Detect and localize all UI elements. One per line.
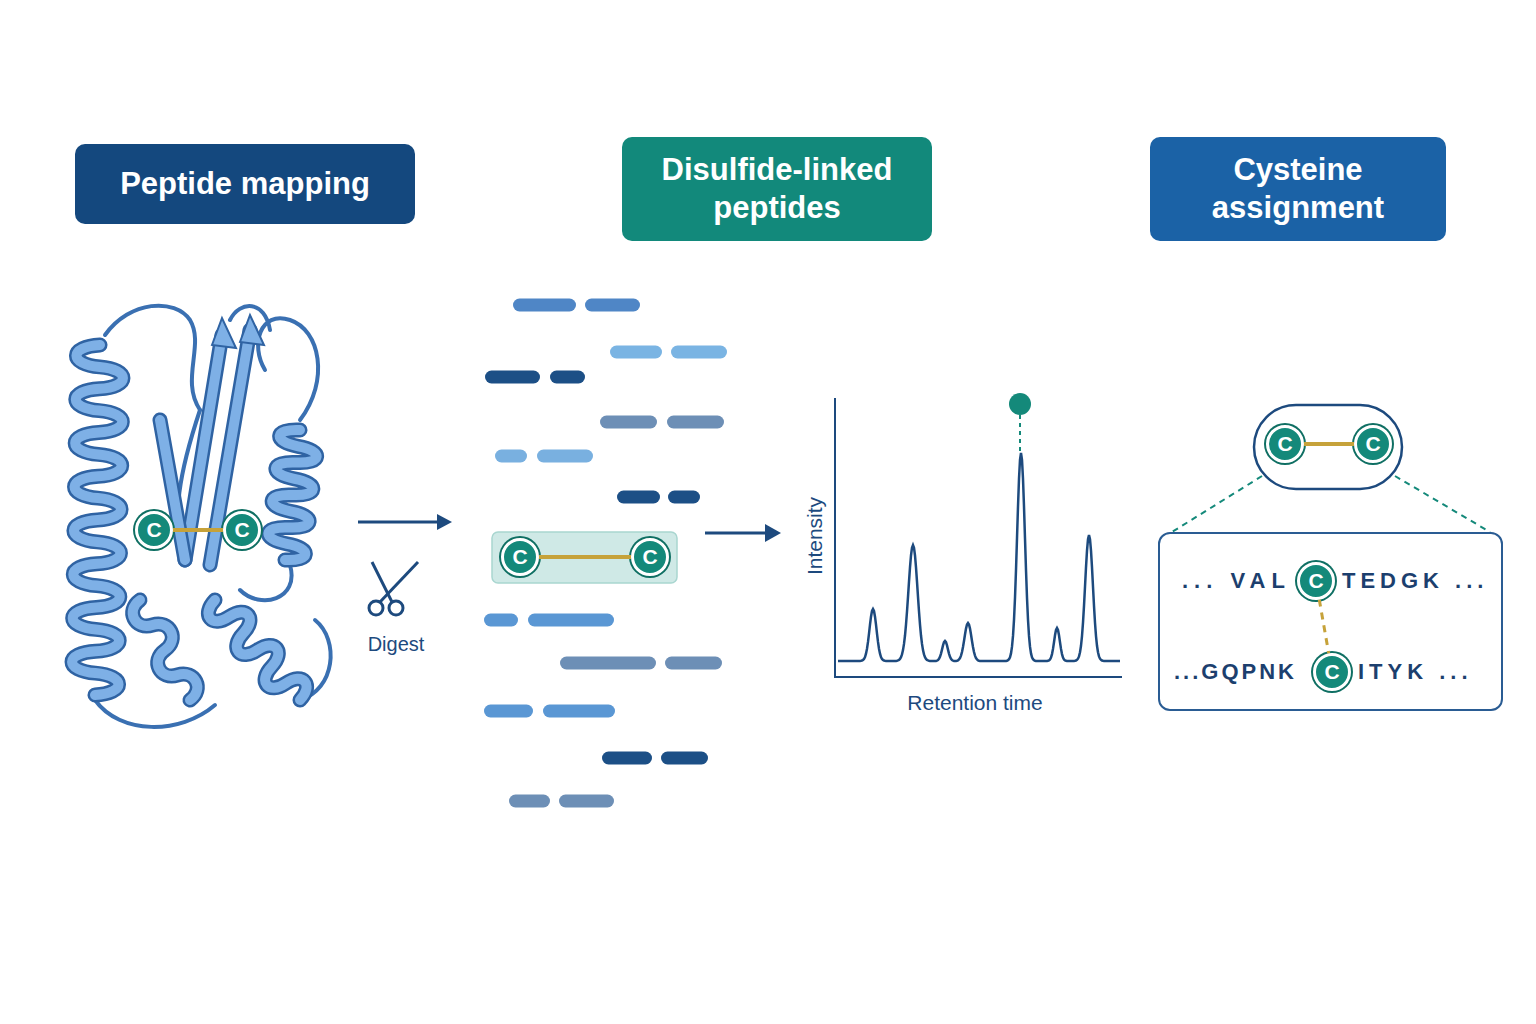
header-text: Disulfide-linked peptides: [644, 151, 910, 227]
coil-loop: [240, 565, 292, 600]
peptide-fragment: [509, 795, 550, 808]
disulfide-bond: [1319, 600, 1328, 654]
peptide-fragment: [484, 705, 533, 718]
cysteine-letter: C: [1324, 660, 1339, 684]
peptide-fragment: [528, 614, 614, 627]
cysteine-letter: C: [146, 518, 161, 542]
coil-loop: [95, 700, 215, 727]
sequence-text: ...GQPNK: [1174, 659, 1297, 685]
strand-arrow: [212, 318, 236, 348]
ribbon-outline: [268, 430, 316, 560]
ribbon-fill: [208, 600, 306, 700]
header-text: Peptide mapping: [120, 165, 370, 203]
cysteine-node: C: [631, 538, 669, 576]
arrow-head: [437, 514, 452, 530]
peptide-fragment: [537, 450, 593, 463]
ribbon-fill: [133, 600, 198, 700]
peptide-fragment: [559, 795, 614, 808]
peptide-fragment: [585, 299, 640, 312]
cysteine-letter: C: [512, 545, 527, 569]
ribbon-outline: [208, 600, 306, 700]
peptide-fragments: [484, 299, 727, 808]
peptide-fragment: [495, 450, 527, 463]
coil-loop: [105, 306, 200, 410]
zoom-pill: [1254, 405, 1402, 489]
cysteine-node: C: [501, 538, 539, 576]
peptide-fragment: [665, 657, 722, 670]
peptide-fragment: [602, 752, 652, 765]
sequence-text: ... VAL: [1182, 568, 1291, 594]
peptide-fragment: [617, 491, 660, 504]
peak-marker-line: [1019, 415, 1021, 452]
cysteine-letter: C: [234, 518, 249, 542]
ribbon-outline: [72, 345, 123, 695]
scissors-blade: [380, 562, 418, 602]
zoom-leader-line: [1395, 476, 1490, 532]
peptide-fragment: [610, 346, 662, 359]
arrow-head: [765, 524, 781, 542]
peptide-fragment: [600, 416, 657, 429]
peak-marker-dot: [1009, 393, 1031, 415]
scissors-handle: [389, 601, 403, 615]
disulfide-bond: [539, 555, 631, 559]
scissors-icon: [369, 562, 418, 615]
cysteine-node: C: [135, 511, 173, 549]
step-label: Digest: [368, 633, 425, 656]
cysteine-node: C: [223, 511, 261, 549]
sequence-box: ... VAL TEDGK ... ...GQPNK ITYK ... C C: [1158, 532, 1503, 711]
peptide-fragment: [485, 371, 540, 384]
ribbon-fill: [268, 430, 316, 560]
axis-label: Retention time: [907, 691, 1042, 715]
scissors-blade: [372, 562, 392, 602]
coil-loop: [258, 318, 318, 420]
axis-label: Intensity: [803, 497, 827, 575]
cysteine-letter: C: [1277, 432, 1292, 456]
peptide-fragment: [513, 299, 576, 312]
peptide-fragment: [560, 657, 656, 670]
process-arrow: [358, 521, 440, 524]
cysteine-letter: C: [642, 545, 657, 569]
protein-ribbon: [72, 306, 331, 727]
sequence-text: ITYK ...: [1358, 659, 1473, 685]
zoom-leader-line: [1172, 476, 1262, 532]
process-arrow: [705, 532, 768, 535]
y-axis: [834, 398, 836, 678]
x-axis: [834, 676, 1122, 678]
disulfide-bond: [173, 528, 223, 532]
disulfide-bond: [1304, 442, 1354, 446]
ribbon-outline: [133, 600, 198, 700]
cysteine-node: C: [1313, 653, 1351, 691]
stage-header: Cysteine assignment: [1150, 137, 1446, 241]
scissors-handle: [369, 601, 383, 615]
peptide-fragment: [668, 491, 700, 504]
sequence-text: TEDGK ...: [1342, 568, 1488, 594]
peptide-fragment: [543, 705, 615, 718]
peptide-fragment: [671, 346, 727, 359]
cysteine-node: C: [1297, 562, 1335, 600]
cysteine-letter: C: [1365, 432, 1380, 456]
peptide-fragment: [484, 614, 518, 627]
stage-header: Disulfide-linked peptides: [622, 137, 932, 241]
ribbon-fill: [72, 345, 123, 695]
cysteine-node: C: [1266, 425, 1304, 463]
peptide-fragment: [661, 752, 708, 765]
stage-header: Peptide mapping: [75, 144, 415, 224]
cysteine-node: C: [1354, 425, 1392, 463]
peptide-fragment: [667, 416, 724, 429]
peptide-fragment: [550, 371, 585, 384]
chromatogram-trace: [838, 453, 1120, 661]
cysteine-letter: C: [1308, 569, 1323, 593]
header-text: Cysteine assignment: [1172, 151, 1424, 227]
strand-arrow: [240, 315, 264, 345]
highlight-box: [492, 532, 677, 583]
